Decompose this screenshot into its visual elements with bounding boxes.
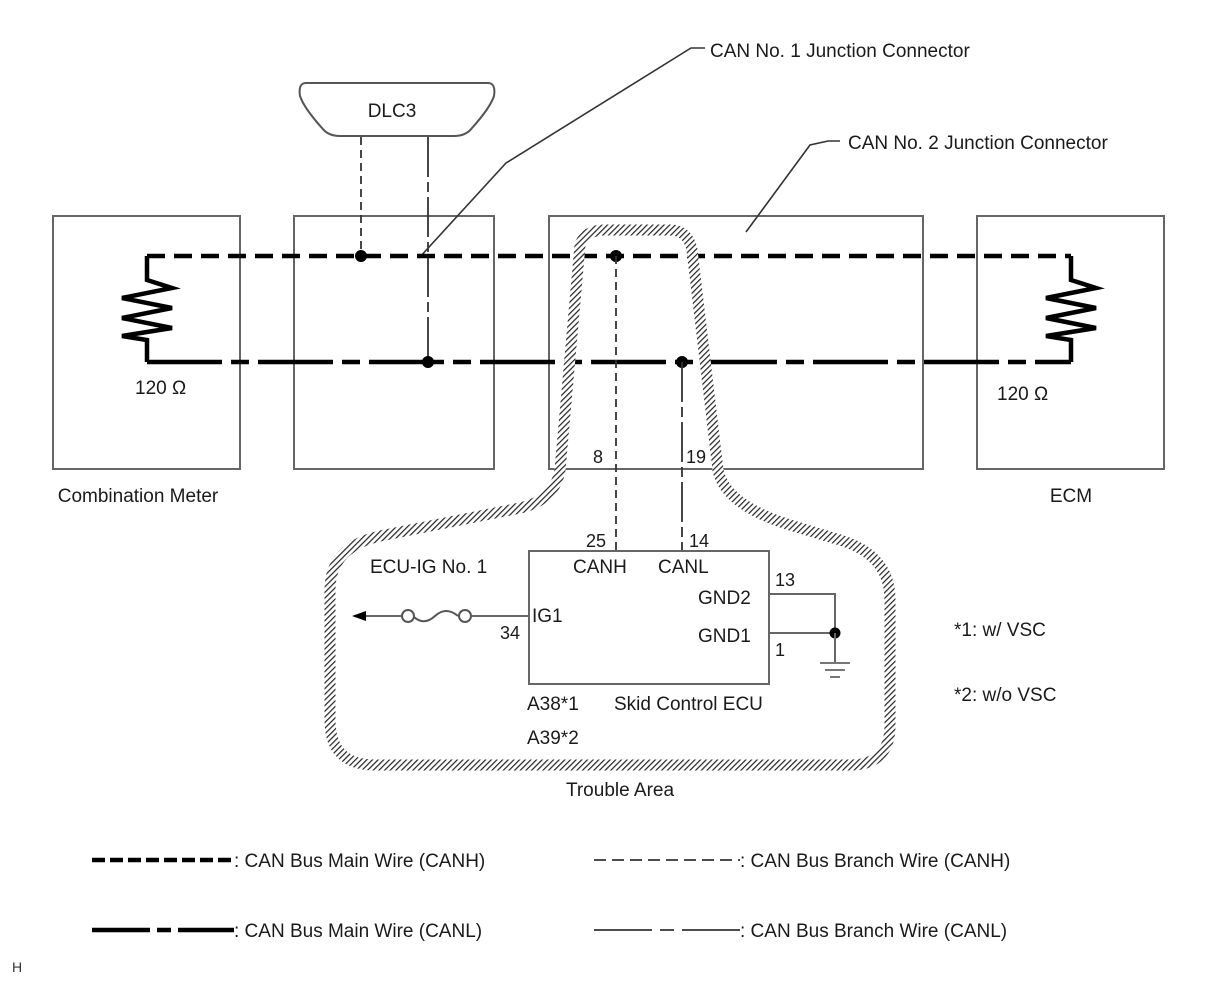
ecm-label: ECM	[1050, 486, 1092, 507]
arrow-left-icon	[352, 611, 366, 621]
resistor-right-icon	[1045, 256, 1105, 362]
ecu-pin-gnd2-name: GND2	[698, 588, 751, 609]
legend-main-canh-label: : CAN Bus Main Wire (CANH)	[234, 851, 485, 872]
ecu-pin-ig1-number: 34	[500, 623, 520, 643]
combination-meter-label: Combination Meter	[58, 486, 219, 507]
trouble-area-outline	[324, 224, 896, 771]
can-no1-junction-box	[293, 215, 495, 470]
gnd2-wire	[769, 593, 836, 633]
can2-callout-leader	[745, 140, 840, 233]
junction-dot	[355, 250, 367, 262]
connector-code-a38: A38*1	[527, 694, 579, 715]
resistor-left-value: 120 Ω	[135, 378, 186, 399]
dlc3-connector	[298, 82, 496, 137]
legend-branch-canl-label: : CAN Bus Branch Wire (CANL)	[740, 921, 1007, 942]
resistor-left-icon	[121, 256, 181, 362]
ecu-pin-canl-number: 14	[689, 531, 709, 551]
ecu-ig-fuse-label: ECU-IG No. 1	[370, 557, 487, 578]
fuse-icon	[413, 610, 459, 623]
can-no2-junction-box	[548, 215, 924, 470]
can2-junction-callout: CAN No. 2 Junction Connector	[848, 133, 1108, 154]
combination-meter-box	[52, 215, 241, 470]
connector-code-a39: A39*2	[527, 728, 579, 749]
can1-callout-leader	[418, 47, 705, 259]
ecu-pin-gnd1-name: GND1	[698, 626, 751, 647]
can1-junction-callout: CAN No. 1 Junction Connector	[710, 41, 970, 62]
skid-control-ecu-box	[528, 550, 770, 685]
footnote-1: *1: w/ VSC	[954, 620, 1046, 641]
dlc3-label: DLC3	[368, 101, 417, 122]
corner-mark: H	[12, 959, 22, 975]
resistor-right-value: 120 Ω	[997, 384, 1048, 405]
legend-branch-canh-label: : CAN Bus Branch Wire (CANH)	[740, 851, 1010, 872]
ecu-pin-gnd1-number: 1	[775, 640, 785, 660]
junction-dot	[422, 356, 434, 368]
legend-main-canl-label: : CAN Bus Main Wire (CANL)	[234, 921, 482, 942]
trouble-area-label: Trouble Area	[566, 780, 675, 801]
footnote-2: *2: w/o VSC	[954, 685, 1056, 706]
jc-pin-canl: 19	[686, 447, 706, 467]
ecm-box	[976, 215, 1165, 470]
fuse-terminal-icon	[401, 609, 415, 623]
ecu-pin-ig1-name: IG1	[532, 606, 563, 627]
fuse-terminal-icon	[458, 609, 472, 623]
ecu-pin-canh-number: 25	[586, 531, 606, 551]
ecu-pin-gnd2-number: 13	[775, 570, 795, 590]
ecu-pin-canh-name: CANH	[573, 557, 627, 578]
ground-icon	[820, 662, 850, 678]
skid-control-ecu-label: Skid Control ECU	[614, 694, 763, 715]
ecu-pin-canl-name: CANL	[658, 557, 709, 578]
jc-pin-canh: 8	[593, 447, 603, 467]
